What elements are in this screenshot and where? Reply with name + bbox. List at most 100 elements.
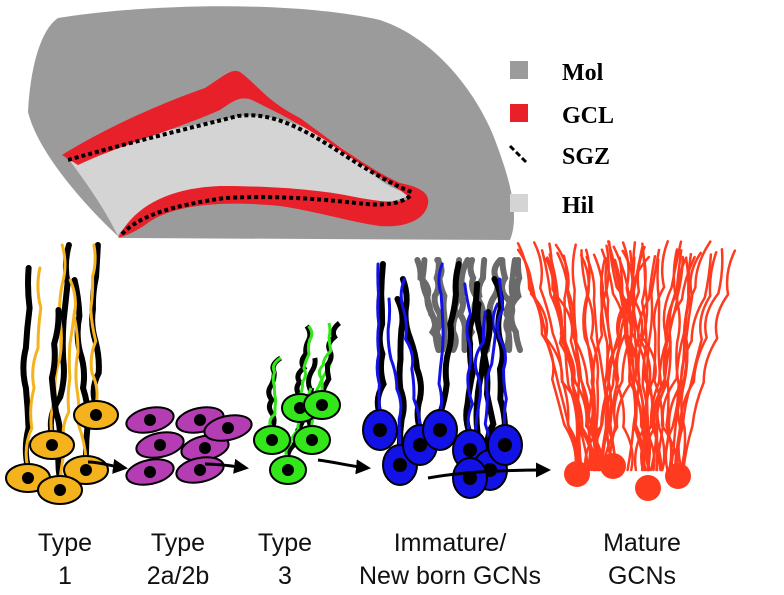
mature-soma <box>600 453 626 479</box>
type2-nucleus <box>194 464 206 476</box>
immature-dendrite <box>386 297 403 451</box>
type3-nucleus <box>266 434 278 446</box>
mature-dendrite <box>679 256 691 472</box>
immature-nucleus <box>433 423 447 437</box>
mature-dendrite <box>588 256 636 472</box>
mature-dendrite <box>628 250 656 472</box>
immature-dendrite <box>496 277 508 431</box>
stage-label-immature: Immature/ New born GCNs <box>340 527 560 593</box>
stage-label-type2-line2: 2a/2b <box>146 562 210 590</box>
legend-label-mol: Mol <box>562 60 604 86</box>
stage-label-type1-line2: 1 <box>58 562 72 590</box>
type2-nucleus <box>154 439 166 451</box>
sgz-line-upper <box>67 113 413 194</box>
stage-label-type3: Type 3 <box>240 527 330 593</box>
mature-dendrite <box>548 253 598 472</box>
immature-dendrite <box>483 302 500 456</box>
type1-nucleus <box>80 464 92 476</box>
mature-dendrite <box>603 254 657 472</box>
stage-label-mature-line2: GCNs <box>607 562 677 590</box>
mature-dendrite <box>540 249 604 472</box>
type1-process <box>24 266 43 470</box>
type3-nucleus <box>316 399 328 411</box>
type2-nucleus <box>222 422 234 434</box>
type2-nucleus <box>199 442 211 454</box>
mature-dendrite <box>665 248 679 472</box>
type1-process <box>20 265 33 471</box>
arrow-immature-to-mature <box>427 462 551 480</box>
immature-dendrite <box>375 262 382 416</box>
legend-swatch-sgz <box>508 144 528 164</box>
stage-label-type3-line1: Type <box>257 529 313 557</box>
stage-label-type2-line1: Type <box>150 529 206 557</box>
type3-nucleus <box>306 434 318 446</box>
immature-dendrite <box>374 261 387 417</box>
immature-dendrite-gray <box>502 257 523 353</box>
immature-dendrite <box>399 277 422 431</box>
mature-dendrite <box>599 256 615 472</box>
dentate-gyrus-schematic <box>28 6 515 240</box>
stage-label-mature-line1: Mature <box>603 529 681 557</box>
mature-soma <box>665 463 691 489</box>
mature-dendrite <box>532 241 582 472</box>
stage-label-type1: Type 1 <box>20 527 110 593</box>
immature-nucleus <box>413 438 427 452</box>
arrow-type3-to-immature <box>317 458 371 475</box>
mature-dendrite <box>607 240 662 472</box>
stage-label-immature-line1: Immature/ <box>393 529 507 557</box>
type3-process <box>298 325 314 397</box>
granule-cell-layer-region <box>62 70 429 238</box>
immature-nucleus <box>498 438 512 452</box>
mature-dendrite <box>655 240 712 472</box>
mature-dendrite <box>654 240 683 472</box>
legend-label-hil: Hil <box>562 193 594 219</box>
sgz-line-lower <box>120 192 414 236</box>
immature-dendrite <box>437 262 445 416</box>
immature-gcn-cells <box>362 257 524 499</box>
mature-dendrite <box>675 255 685 472</box>
type3-process <box>268 356 282 429</box>
immature-nucleus <box>373 423 387 437</box>
immature-nucleus <box>463 443 477 457</box>
type1-cells <box>5 242 119 505</box>
mature-dendrite <box>675 251 718 472</box>
immature-dendrite <box>463 282 475 436</box>
immature-dendrite <box>491 276 509 432</box>
type3-nucleus <box>282 464 294 476</box>
arrow-type1-to-type2 <box>87 458 128 474</box>
stage-label-immature-line2: New born GCNs <box>359 562 541 590</box>
mature-dendrite <box>585 255 618 472</box>
mature-dendrite <box>682 249 737 472</box>
progression-arrows <box>87 458 551 480</box>
stage-label-type1-line1: Type <box>37 529 93 557</box>
legend-label-gcl: GCL <box>562 103 614 129</box>
stage-label-type2: Type 2a/2b <box>128 527 228 593</box>
mature-dendrite <box>673 248 724 472</box>
type3-process <box>319 321 342 394</box>
arrow-type2-to-type3 <box>204 458 249 474</box>
stage-label-type3-line2: 3 <box>278 562 292 590</box>
immature-dendrite-gray <box>431 257 443 353</box>
immature-dendrite <box>399 276 424 432</box>
mature-dendrite <box>516 242 578 472</box>
legend-swatch-mol <box>510 61 528 79</box>
legend-label-sgz: SGZ <box>562 144 610 170</box>
mature-dendrite <box>645 248 661 472</box>
mature-dendrite <box>579 253 600 472</box>
legend: Mol GCL SGZ Hil <box>508 60 614 219</box>
immature-dendrite <box>394 296 407 452</box>
mature-dendrite <box>621 241 645 472</box>
type1-process <box>89 243 99 407</box>
immature-nucleus <box>463 471 477 485</box>
mature-dendrite <box>592 253 634 472</box>
type3-process <box>317 322 333 394</box>
type2-nucleus <box>144 466 156 478</box>
type1-nucleus <box>46 439 58 451</box>
immature-nucleus <box>393 458 407 472</box>
type1-nucleus <box>90 409 102 421</box>
mature-gcn-cells <box>516 240 737 501</box>
mature-soma <box>564 461 590 487</box>
type2-nucleus <box>144 414 156 426</box>
type3-cells <box>253 321 342 485</box>
mature-dendrite <box>618 256 647 472</box>
